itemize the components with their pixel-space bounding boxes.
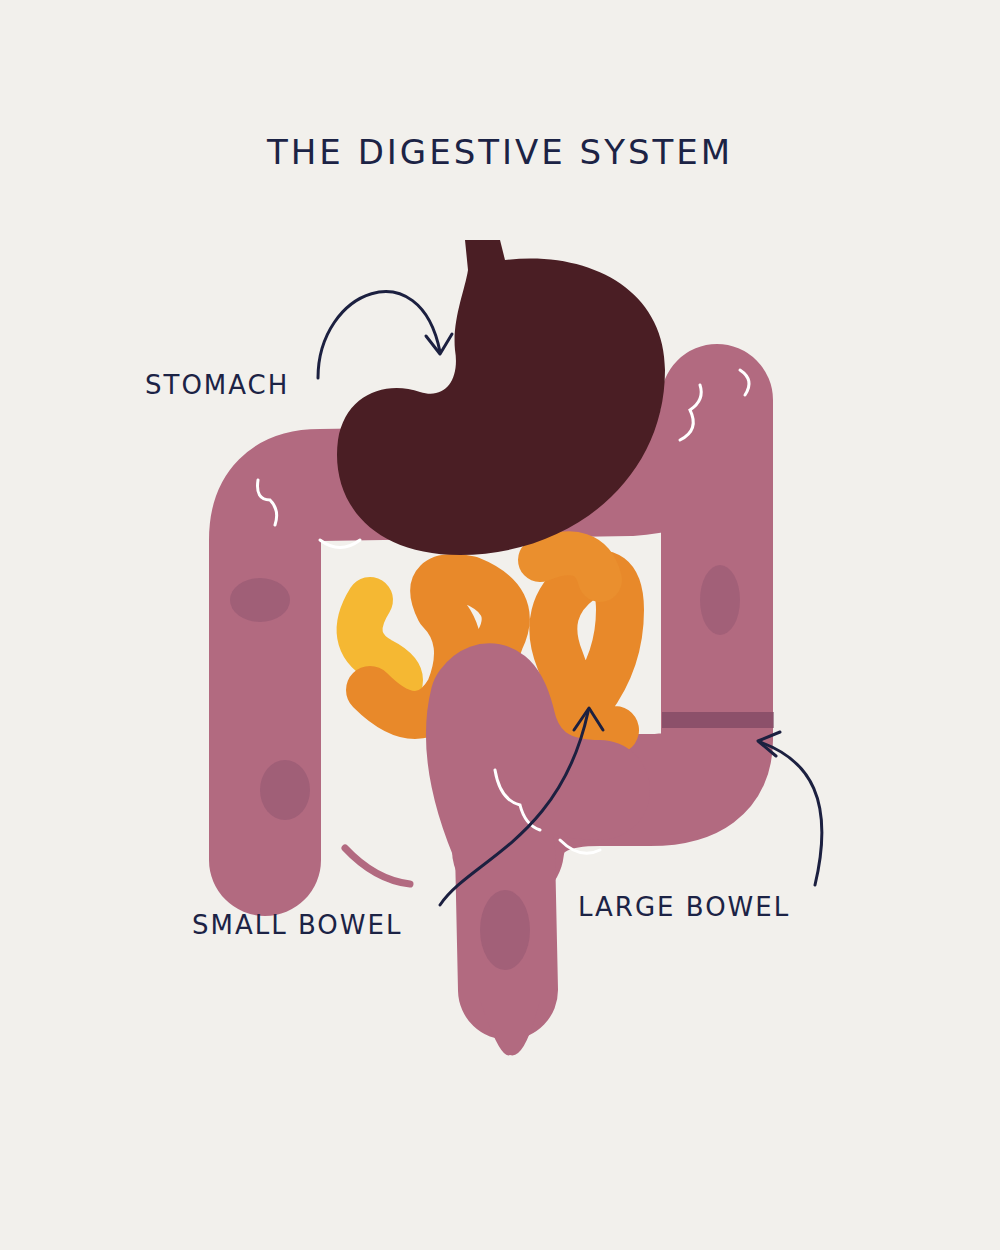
- rectum: [476, 693, 600, 1055]
- diagram-title: THE DIGESTIVE SYSTEM: [267, 132, 733, 173]
- leader-arrows: [318, 292, 822, 905]
- part-label: STOMACH: [145, 370, 289, 401]
- part-label: LARGE BOWEL: [578, 892, 790, 923]
- stomach: [337, 240, 665, 555]
- part-label: SMALL BOWEL: [192, 910, 402, 941]
